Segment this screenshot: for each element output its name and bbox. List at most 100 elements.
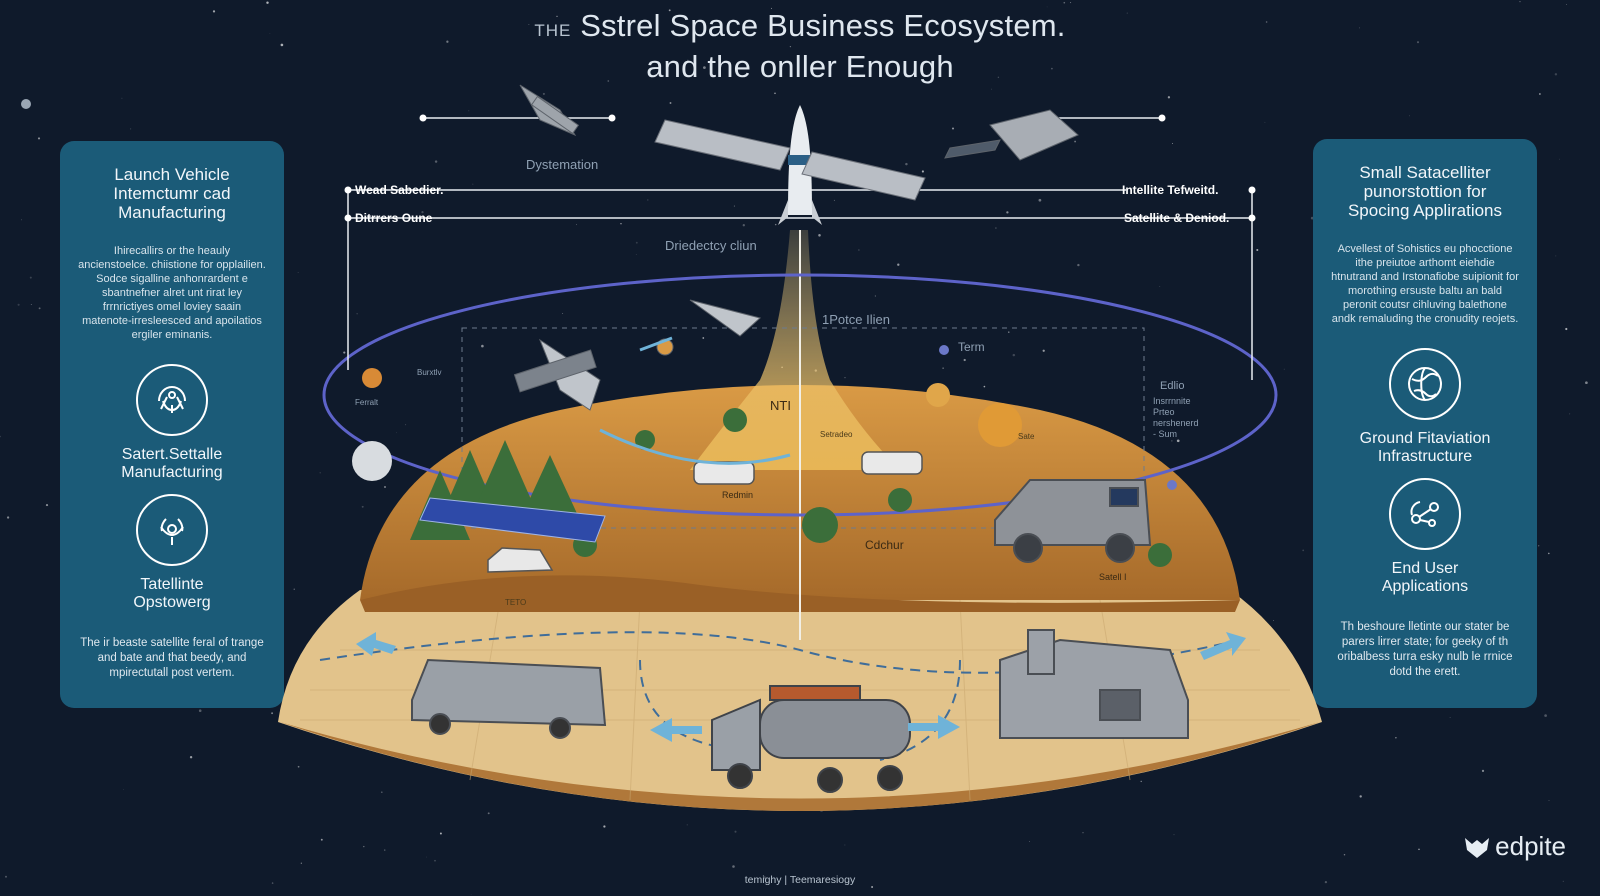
station-solar-array (654, 119, 926, 201)
star (271, 882, 274, 884)
star (439, 832, 442, 835)
star (1324, 880, 1328, 884)
star (1548, 799, 1550, 802)
star (1273, 620, 1275, 621)
star (874, 295, 876, 297)
star (620, 223, 622, 225)
network-icon (1389, 478, 1461, 550)
star (771, 7, 772, 9)
star (446, 40, 449, 43)
star (1008, 331, 1010, 333)
star (833, 199, 835, 201)
star (1539, 93, 1541, 95)
star (45, 504, 49, 507)
satellite-top-right (944, 109, 1079, 161)
label-systemation: Dystemation (526, 157, 599, 172)
star (1302, 549, 1305, 552)
star (1554, 73, 1558, 76)
star (1077, 263, 1080, 267)
rocket (778, 105, 822, 225)
right-item-1-label: Ground Fitaviation Infrastructure (1359, 430, 1491, 465)
star (6, 516, 10, 519)
label-nt: NTI (770, 398, 791, 413)
star (886, 20, 888, 23)
star (300, 862, 302, 864)
star (1126, 12, 1128, 14)
right-info-panel: Small Satacelliter punorstottion for Spo… (1313, 139, 1537, 708)
star (818, 234, 821, 237)
star (361, 505, 364, 508)
star (774, 92, 776, 95)
star (1167, 96, 1171, 99)
globe-icon (1389, 348, 1461, 420)
star (1416, 41, 1420, 44)
star (319, 472, 321, 474)
star (5, 875, 7, 878)
star (1359, 795, 1362, 798)
label-top-left-1: Wead Sabedier. (355, 183, 444, 197)
star (356, 313, 358, 315)
star (1395, 737, 1397, 739)
star (123, 789, 124, 790)
orbit-arrow-curve-2 (639, 336, 673, 352)
label-term: Term (958, 340, 985, 354)
star (1029, 841, 1030, 842)
orbit-arrow-curve (599, 428, 791, 465)
star (951, 127, 955, 130)
star (1063, 1, 1066, 4)
right-item-2-label: End User Applications (1381, 560, 1469, 595)
star (1171, 440, 1173, 442)
star (1569, 413, 1571, 415)
star (774, 223, 777, 226)
star (897, 263, 900, 266)
page-title: THE Sstrel Space Business Ecosystem. and… (0, 8, 1600, 85)
orange-sphere (978, 403, 1022, 447)
star (37, 137, 41, 140)
star (1449, 717, 1451, 718)
star (921, 170, 924, 173)
fox-icon (1465, 837, 1490, 858)
star (734, 830, 737, 833)
title-line-2: and the onller Enough (646, 49, 954, 84)
left-panel-body: Ihirecallirs or the heauly ancienstoelce… (78, 245, 266, 341)
flow-arrows (356, 632, 1246, 742)
right-panel-body: Acvellest of Sohistics eu phocctione ith… (1331, 243, 1519, 325)
star (575, 224, 578, 226)
star (1070, 2, 1072, 4)
star (293, 588, 295, 590)
star (844, 844, 846, 846)
star (269, 33, 271, 34)
star (470, 894, 472, 896)
star (30, 304, 32, 306)
left-panel-footer: The ir beaste satellite feral of trange … (80, 637, 264, 679)
star (528, 24, 530, 25)
star (38, 307, 41, 310)
ground-band (280, 722, 1320, 811)
star (472, 183, 474, 185)
ground-solar-panel (419, 497, 606, 543)
orange-sphere-2 (926, 383, 950, 407)
star (481, 344, 484, 348)
right-panel-heading: Small Satacelliter punorstottion for Spo… (1347, 163, 1503, 220)
star (468, 110, 470, 112)
label-police: 1Potce Ilien (822, 312, 890, 327)
star (1283, 368, 1285, 370)
star (1418, 848, 1420, 851)
star (1565, 4, 1567, 6)
brand-logo[interactable]: edpite (1463, 831, 1566, 862)
star (297, 765, 300, 768)
satellite-operations-icon (136, 494, 208, 566)
left-info-panel: Launch Vehicle Intemctumr cad Manufactur… (60, 141, 284, 708)
star (29, 276, 32, 279)
star (421, 210, 424, 214)
star (17, 303, 20, 306)
left-item-2-label: Tatellinte Opstowerg (133, 576, 211, 611)
star (198, 709, 202, 712)
left-item-1-label: Satert.Settalle Manufacturing (121, 446, 223, 481)
label-ediio: Edlio (1160, 380, 1185, 392)
label-ediio-sub: Insrrnnite Prteo nershenerd - Sum (1153, 396, 1199, 439)
star (189, 756, 193, 759)
satellite-top-left (519, 84, 580, 137)
star (434, 160, 438, 163)
